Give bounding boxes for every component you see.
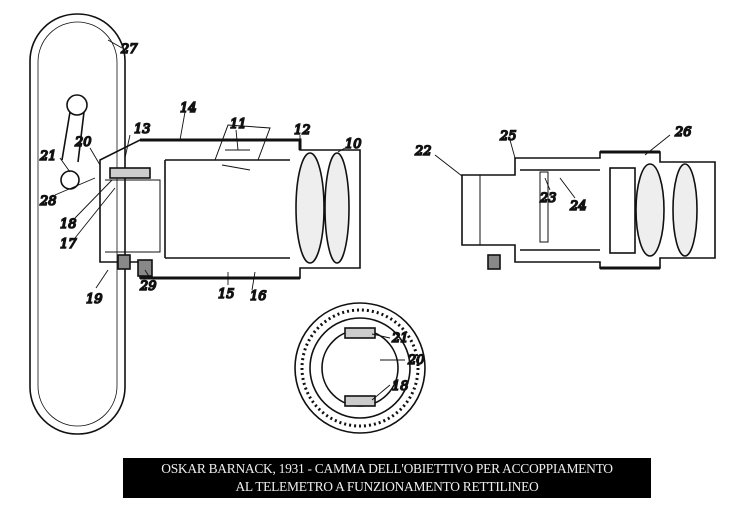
- label-28: 28: [39, 194, 57, 209]
- label-24: 24: [569, 199, 587, 214]
- lever-pivot: [66, 94, 88, 116]
- strap-loop-inner: [37, 21, 118, 427]
- label-26: 26: [674, 125, 692, 140]
- caption-line-2: AL TELEMETRO A FUNZIONAMENTO RETTILINEO: [235, 479, 539, 494]
- label-29: 29: [139, 279, 157, 294]
- strap-loop: [29, 13, 126, 435]
- caption-box: OSKAR BARNACK, 1931 - CAMMA DELL'OBIETTI…: [123, 458, 651, 498]
- cam-ring-front-view: [294, 302, 426, 434]
- label-27: 27: [120, 42, 138, 57]
- label-21-ring: 21: [391, 331, 409, 346]
- label-18-ring: 18: [392, 379, 409, 394]
- label-19: 19: [86, 292, 103, 307]
- label-23: 23: [539, 191, 557, 206]
- label-16: 16: [250, 289, 267, 304]
- label-14: 14: [180, 101, 197, 116]
- label-11: 11: [230, 117, 247, 132]
- label-18: 18: [60, 217, 77, 232]
- label-20-ring: 20: [407, 353, 425, 368]
- label-22: 22: [414, 144, 432, 159]
- label-13: 13: [134, 122, 151, 137]
- leader-lines: [54, 39, 671, 401]
- label-21: 21: [39, 149, 57, 164]
- label-17: 17: [60, 237, 77, 252]
- label-20: 20: [74, 135, 92, 150]
- right-lens-barrel: [461, 150, 716, 270]
- label-10: 10: [345, 137, 362, 152]
- caption-line-1: OSKAR BARNACK, 1931 - CAMMA DELL'OBIETTI…: [161, 461, 613, 476]
- left-lens-barrel: [99, 124, 361, 280]
- label-12: 12: [294, 123, 311, 138]
- label-25: 25: [499, 129, 517, 144]
- label-15: 15: [218, 287, 235, 302]
- lever-arm: [61, 111, 85, 163]
